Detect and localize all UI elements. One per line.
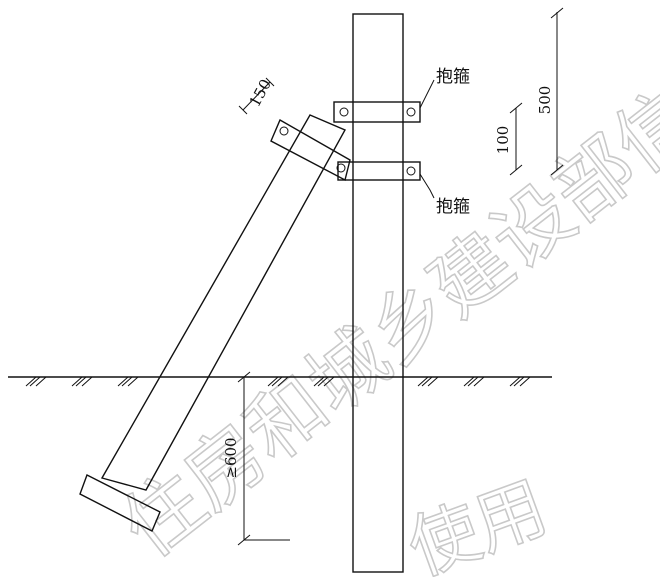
main-pole xyxy=(352,13,404,573)
brace-pole xyxy=(100,114,346,491)
watermark: 住房和城乡建设部信息公开 使用 xyxy=(105,0,660,577)
dim-100: 100 xyxy=(494,102,523,176)
dim-600: ≥600 xyxy=(222,371,290,546)
watermark-line1: 住房和城乡建设部信息公开 xyxy=(106,0,660,575)
leader-upper xyxy=(419,79,435,109)
bolt-hole xyxy=(406,166,416,176)
bolt-hole xyxy=(279,126,289,136)
dim-150-label: 150 xyxy=(246,76,275,110)
dim-500-label: 500 xyxy=(536,86,554,115)
bolt-hole xyxy=(339,107,349,117)
dim-100-label: 100 xyxy=(494,126,512,155)
base-plate xyxy=(79,474,161,532)
watermark-line2: 使用 xyxy=(398,466,558,577)
label-hoop-lower: 抱箍 xyxy=(436,197,470,217)
bolt-hole xyxy=(406,107,416,117)
lower-hoop xyxy=(337,161,421,181)
dim-600-label: ≥600 xyxy=(222,437,240,478)
bolt-hole xyxy=(336,163,346,173)
dim-150: 150 xyxy=(238,76,275,115)
ground-hatch xyxy=(25,376,531,387)
upper-hoop xyxy=(333,101,421,123)
label-hoop-upper: 抱箍 xyxy=(436,67,470,87)
leader-lower xyxy=(419,173,435,199)
dim-500: 500 xyxy=(536,7,564,176)
